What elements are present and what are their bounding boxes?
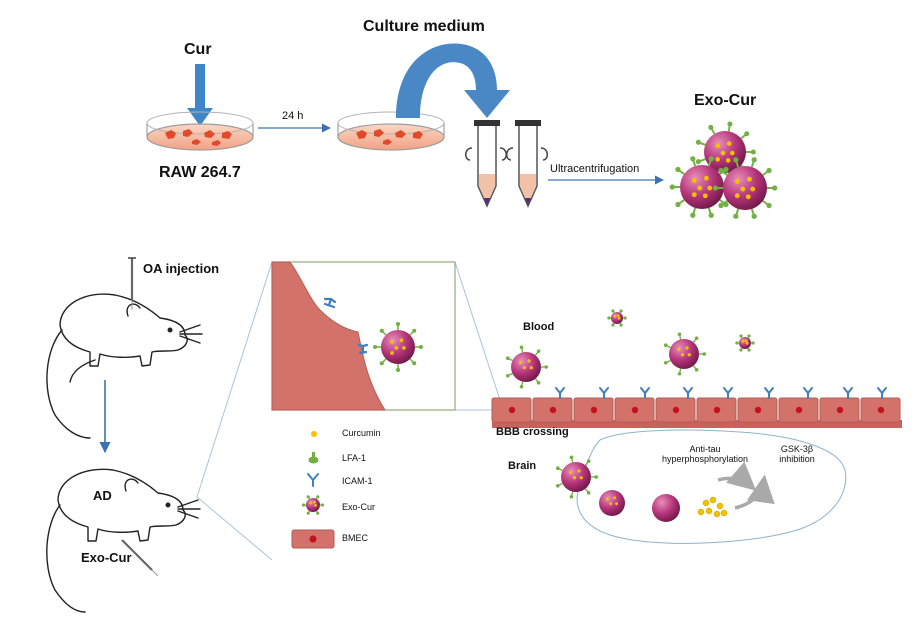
- icam1-receptor: [843, 387, 853, 399]
- exo-cur-injection-label: Exo-Cur: [81, 550, 132, 565]
- icam1-receptor: [803, 387, 813, 399]
- bmec-nucleus: [754, 406, 762, 414]
- bmec-nucleus: [549, 406, 557, 414]
- syringe-top: [128, 257, 136, 310]
- brain-region: [576, 429, 847, 544]
- bmec-nucleus: [713, 406, 721, 414]
- bmec-layer: [491, 387, 902, 428]
- icam1-receptor: [555, 387, 565, 399]
- bmec-nucleus: [590, 406, 598, 414]
- culture-medium-arrow: [396, 43, 510, 118]
- blood-label: Blood: [523, 321, 555, 333]
- brain-exosome-empty: [652, 494, 680, 522]
- icam1-receptor: [877, 387, 887, 399]
- bmec-nucleus: [508, 406, 516, 414]
- cur-label: Cur: [184, 41, 212, 58]
- bmec-nucleus: [836, 406, 844, 414]
- exosome-zoom: [373, 322, 423, 372]
- gsk-label: GSK-3β inhibition: [762, 444, 832, 464]
- centrifuge-tubes: [465, 120, 548, 208]
- anti-tau-line1: Anti-tau: [689, 444, 721, 454]
- icam1-receptor: [683, 387, 693, 399]
- bmec-cell-zoom: [271, 261, 386, 411]
- icam1-receptor: [640, 387, 650, 399]
- icam1-receptor: [764, 387, 774, 399]
- anti-tau-line2: hyperphosphorylation: [661, 454, 749, 464]
- blood-exosome-small: [735, 334, 755, 352]
- legend-exosome-icon: [301, 495, 325, 515]
- blood-exosomes: [505, 309, 755, 389]
- legend-bmec: BMEC: [342, 533, 369, 543]
- legend-icons: [291, 431, 335, 549]
- free-curcumin-cluster: [697, 496, 728, 518]
- gsk-line2: inhibition: [779, 454, 815, 464]
- blood-exosome-small: [607, 309, 627, 327]
- brain-exosome-spiked: [555, 455, 599, 499]
- cur-down-arrow: [187, 64, 213, 126]
- exo-cur-product-label: Exo-Cur: [694, 92, 757, 109]
- gsk-line1: GSK-3β: [780, 444, 814, 454]
- bmec-nucleus: [795, 406, 803, 414]
- bmec-nucleus: [631, 406, 639, 414]
- icam1-receptor: [723, 387, 733, 399]
- blood-exosome: [505, 345, 549, 389]
- exosome-right: [712, 157, 778, 219]
- ultracentrifugation-label: Ultracentrifugation: [550, 163, 640, 175]
- exo-cur-zoom: [373, 322, 423, 372]
- bmec-nucleus: [672, 406, 680, 414]
- brain-exosomes: [555, 455, 680, 522]
- brain-label: Brain: [508, 460, 537, 472]
- legend-exo-cur: Exo-Cur: [342, 502, 376, 512]
- zoom-lines: [196, 261, 501, 561]
- brain-exosome-loaded: [599, 490, 625, 516]
- petri-dish-2: [337, 111, 445, 151]
- time-label: 24 h: [282, 110, 304, 122]
- mouse-bottom: [46, 468, 201, 613]
- oa-injection-label: OA injection: [143, 261, 220, 276]
- cell-line-label: RAW 264.7: [159, 164, 241, 181]
- process-arrows: [717, 461, 775, 510]
- legend-icam1: ICAM-1: [342, 476, 373, 486]
- exo-cur-cluster: [669, 121, 778, 219]
- culture-medium-label: Culture medium: [363, 18, 485, 35]
- petri-dish-1: [146, 111, 254, 151]
- exosome-left: [669, 156, 735, 218]
- syringe-bottom: [121, 539, 159, 577]
- blood-exosome: [663, 332, 707, 376]
- legend-curcumin: Curcumin: [342, 428, 381, 438]
- mouse-top: [46, 293, 203, 439]
- bbb-crossing-label: BBB crossing: [496, 426, 569, 438]
- bmec-nucleus: [877, 406, 885, 414]
- icam1-zoom: [323, 297, 369, 355]
- anti-tau-label: Anti-tau hyperphosphorylation: [640, 444, 770, 464]
- ad-label: AD: [93, 488, 112, 503]
- icam1-receptor: [599, 387, 609, 399]
- legend-lfa1: LFA-1: [342, 453, 367, 463]
